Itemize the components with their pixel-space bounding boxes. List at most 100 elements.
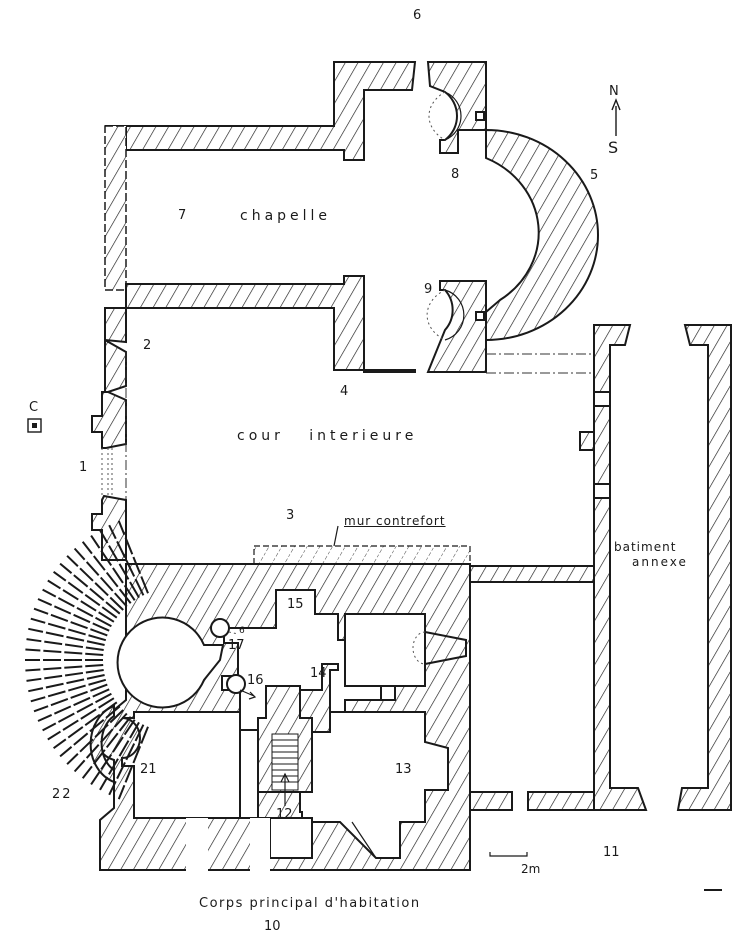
radiating-hatch-line [90,719,136,785]
label-7: 7 [178,208,187,223]
spiral-stair-17 [210,618,230,638]
west-wall-buttress-upper [91,391,127,449]
scale-bar [489,852,528,857]
room-21 [121,711,241,819]
spiral-17-arrow-icon [228,631,239,635]
chapel-west-wall [104,125,127,291]
marker-c-icon [27,418,42,433]
room-14-chamber [344,613,426,687]
radiating-hatch-line [59,562,121,615]
label-mur-contrefort: mur contrefort [344,514,446,528]
annex-window-1 [593,391,611,407]
stair-steps [272,739,298,783]
south-label: S [608,138,619,157]
transept-north-block [426,61,487,154]
south-door-gap-1 [186,818,208,872]
label-17: 17 [228,638,245,653]
north-arrow-icon [611,98,621,136]
radiating-hatch-line [81,541,132,604]
link-wall-lower-b [527,791,599,811]
annex-west-wall [593,324,648,811]
radiating-hatch-line [30,678,107,703]
radiating-hatch-line [117,520,149,594]
radiating-hatch-line [73,547,128,608]
label-1: 1 [79,460,88,475]
south-door-gap-2 [250,818,270,872]
label-12: 12 [276,807,293,822]
label-13: 13 [395,762,412,777]
chapel-south-wall [125,275,416,373]
caption: Corps principal d'habitation [199,896,421,911]
radiating-hatch-line [42,692,112,732]
radiating-hatch-line [53,570,118,619]
window-8 [475,111,485,121]
main-block [89,563,471,872]
west-wall-buttress-2 [104,338,127,393]
chapel-walls [104,61,599,373]
label-5: 5 [590,168,599,183]
radiating-hatch-line [81,716,132,779]
label-8: 8 [451,167,460,182]
label-9: 9 [424,282,433,297]
annex-west-buttress [579,431,595,451]
label-6-small: 6 [239,626,245,636]
room-label-cour-interieure: cour interieure [237,428,418,444]
label-2: 2 [143,338,152,353]
radiating-hatch-line [99,721,140,791]
north-label: N [609,84,619,99]
radiating-hatch-line [42,588,112,628]
spiral-stair-16 [226,674,246,694]
keyhole-room [116,616,225,709]
radiating-hatch-line [26,638,104,651]
label-3: 3 [286,508,295,523]
label-15: 15 [287,597,304,612]
radiating-hatch-line [37,598,110,632]
label-16: 16 [247,673,264,688]
label-6: 6 [413,8,422,23]
label-c: C [29,400,39,415]
transept-south-block [426,280,487,373]
gate-1-lines [101,448,113,500]
label-batiment: batiment [614,540,677,554]
radiating-hatch-line [108,724,145,796]
mur-contrefort [253,545,471,565]
annex-building [579,324,732,811]
room-label-chapelle: chapelle [240,208,332,224]
room-14-window [424,630,467,666]
radiating-hatch-line [28,674,105,693]
niche-8-arc [428,91,446,141]
annex-east-wall [676,324,732,811]
radiating-hatch-line [53,701,118,750]
radiating-hatch-line [37,688,110,722]
room-13-door-line [351,821,377,859]
radiating-hatch-line [66,555,124,611]
radiating-hatch-line [33,683,108,713]
label-11: 11 [603,845,620,860]
radiating-hatch-line [90,535,136,601]
room-14-window-arc [412,631,426,665]
niche-8 [444,91,462,141]
radiating-hatch-line [25,664,104,672]
label-4: 4 [340,384,349,399]
mur-contrefort-leader [333,525,339,547]
radiating-hatch-line [26,669,104,682]
label-22: 22 [52,787,73,802]
radiating-hatch-line [59,705,121,758]
radiating-hatch-line [117,726,149,800]
radiating-hatch-line [28,627,105,646]
stair-arrow-icon [280,772,290,806]
niche-9 [444,289,465,341]
west-wall-upper [104,307,127,344]
link-wall-lower-a [469,791,513,811]
caption-number: 10 [264,919,281,934]
chapel-north-wall [105,61,417,161]
label-21: 21 [140,762,157,777]
scale-bar-label: 2m [521,862,541,876]
annex-link-walls [469,353,599,811]
radiating-hatch-line [47,579,115,623]
radiating-hatch-line [108,524,145,596]
radiating-hatch-line [99,529,140,599]
niche-9-arc [426,289,446,341]
radiating-hatching [25,520,149,800]
